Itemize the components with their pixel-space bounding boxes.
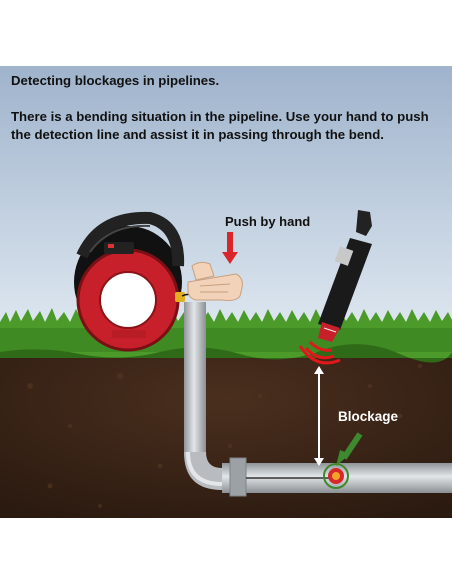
blockage-label: Blockage bbox=[338, 409, 399, 424]
arrow-down-icon bbox=[222, 232, 238, 264]
heading: Detecting blockages in pipelines. bbox=[11, 73, 220, 88]
hand bbox=[187, 261, 243, 301]
pipe-coupling bbox=[229, 457, 247, 497]
description: There is a bending situation in the pipe… bbox=[11, 109, 429, 142]
cable-reel bbox=[74, 211, 185, 352]
signal-waves-icon bbox=[298, 340, 341, 365]
push-label: Push by hand bbox=[225, 214, 311, 229]
measure-arrow bbox=[314, 366, 324, 466]
illustration bbox=[0, 66, 452, 518]
detector-device bbox=[318, 210, 372, 342]
blockage-marker bbox=[323, 432, 363, 489]
pipe-vertical bbox=[184, 302, 206, 452]
pipe-elbow bbox=[184, 452, 222, 490]
